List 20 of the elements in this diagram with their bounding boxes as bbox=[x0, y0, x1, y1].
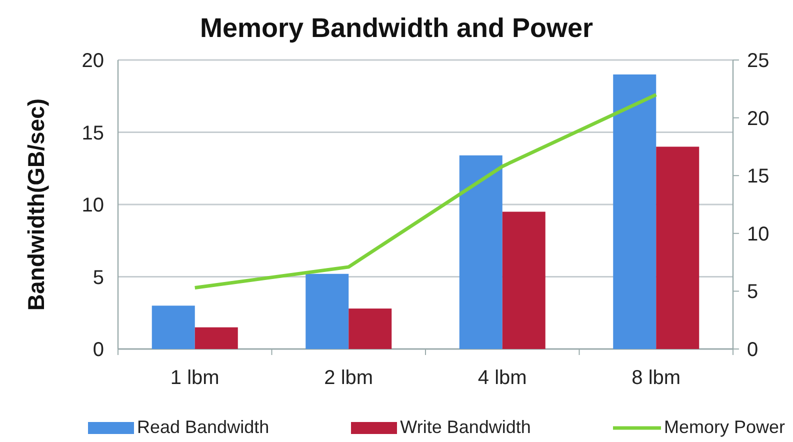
y-tick-label: 5 bbox=[747, 281, 758, 304]
y-tick-label: 20 bbox=[82, 50, 104, 72]
legend-label: Read Bandwidth bbox=[137, 416, 270, 439]
y-tick-label: 10 bbox=[82, 194, 104, 216]
y-tick-label: 15 bbox=[747, 166, 770, 188]
x-tick-label: 1 lbm bbox=[170, 367, 220, 389]
y-axis-title: Bandwidth(GB/sec) bbox=[23, 98, 49, 311]
y-tick-label: 0 bbox=[92, 339, 104, 361]
x-tick-label: 8 lbm bbox=[632, 367, 681, 389]
y-tick-label: 15 bbox=[82, 122, 104, 144]
y-tick-label: 5 bbox=[92, 266, 104, 289]
chart-title: Memory Bandwidth and Power bbox=[200, 12, 594, 45]
y-tick-label: 0 bbox=[747, 339, 758, 361]
legend-label: Write Bandwidth bbox=[400, 416, 531, 439]
y-tick-label: 20 bbox=[747, 108, 770, 130]
x-tick-label: 4 lbm bbox=[478, 367, 527, 389]
x-tick-label: 2 lbm bbox=[324, 367, 374, 389]
legend-label: Memory Power bbox=[664, 416, 785, 439]
y-tick-label: 25 bbox=[747, 50, 770, 72]
y-tick-label: 10 bbox=[747, 223, 770, 246]
